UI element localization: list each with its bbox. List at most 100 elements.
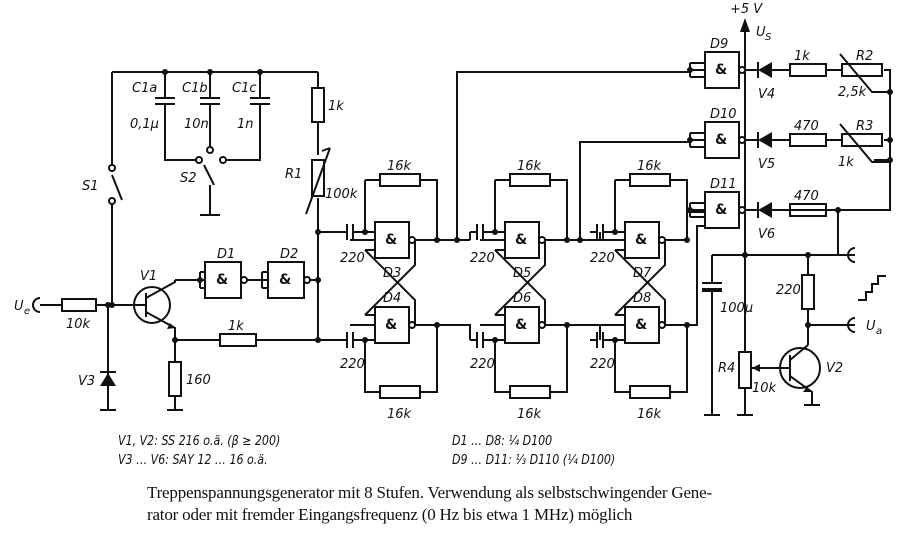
svg-text:&: & [635, 317, 647, 333]
supply-arrow-icon [740, 18, 750, 32]
svg-text:0,1µ: 0,1µ [130, 117, 159, 132]
note-gates-d9-d11: D9 … D11: ⅓ D110 (¼ D100) [452, 453, 616, 468]
svg-text:16k: 16k [387, 159, 412, 174]
svg-text:1n: 1n [237, 117, 254, 132]
gate-d6: & [504, 306, 546, 344]
svg-text:220: 220 [776, 283, 801, 298]
svg-text:V5: V5 [758, 157, 775, 172]
svg-text:&: & [715, 62, 727, 78]
svg-text:D3: D3 [383, 266, 401, 281]
gate-d11: & [704, 191, 746, 229]
svg-text:&: & [279, 272, 291, 288]
coupling-capacitors [470, 224, 495, 348]
svg-text:1k: 1k [838, 155, 854, 170]
svg-text:S1: S1 [82, 179, 99, 194]
note-gates-d1-d8: D1 … D8: ¼ D100 [452, 434, 553, 449]
resistor-16k [379, 385, 421, 399]
diode-v5 [758, 132, 772, 148]
svg-text:1k: 1k [228, 319, 244, 334]
resistor-16k [379, 173, 421, 187]
svg-text:10k: 10k [752, 381, 777, 396]
svg-text:D1: D1 [217, 247, 235, 262]
resistor-16k [629, 385, 671, 399]
svg-text:D7: D7 [633, 266, 652, 281]
resistor-160 [168, 361, 182, 397]
capacitor-c1a [155, 72, 196, 161]
capacitor-c1b [200, 72, 220, 150]
svg-text:&: & [385, 232, 397, 248]
svg-text:1k: 1k [328, 99, 344, 114]
svg-text:U: U [14, 299, 24, 314]
svg-text:R1: R1 [285, 167, 302, 182]
svg-text:C1b: C1b [182, 81, 208, 96]
gate-d9: & [704, 51, 746, 89]
svg-text:V6: V6 [758, 227, 775, 242]
svg-text:+5 V: +5 V [730, 2, 763, 17]
gate-d10: & [704, 121, 746, 159]
svg-text:D11: D11 [710, 177, 737, 192]
svg-text:V2: V2 [826, 361, 843, 376]
note-transistors: V1, V2: SS 216 o.ä. (β ≥ 200) [118, 434, 281, 449]
coupling-capacitors [590, 224, 615, 348]
resistor-470 [789, 133, 827, 147]
svg-text:C1a: C1a [132, 81, 157, 96]
svg-text:100µ: 100µ [720, 301, 753, 316]
gate-d5: & [504, 221, 546, 259]
coupling-capacitors [340, 224, 365, 348]
svg-text:160: 160 [186, 373, 211, 388]
svg-text:220: 220 [340, 251, 365, 266]
resistor-1k-top [311, 87, 325, 123]
svg-text:D6: D6 [513, 291, 531, 306]
gate-d8: & [624, 306, 666, 344]
svg-text:V3: V3 [78, 374, 95, 389]
svg-text:&: & [515, 232, 527, 248]
resistor-1k [789, 63, 827, 77]
svg-text:16k: 16k [517, 159, 542, 174]
gate-d3: & [374, 221, 416, 259]
svg-text:&: & [715, 202, 727, 218]
svg-text:&: & [515, 317, 527, 333]
svg-text:C1c: C1c [232, 81, 257, 96]
svg-text:R3: R3 [856, 119, 873, 134]
svg-text:&: & [715, 132, 727, 148]
svg-text:2,5k: 2,5k [838, 85, 867, 100]
svg-text:470: 470 [794, 119, 819, 134]
svg-text:R2: R2 [856, 49, 873, 64]
capacitor-100u [702, 288, 722, 292]
svg-text:1k: 1k [794, 49, 810, 64]
resistor-220-v2 [801, 274, 815, 310]
note-diodes: V3 … V6: SAY 12 … 16 o.ä. [118, 453, 268, 468]
svg-text:220: 220 [590, 357, 615, 372]
svg-text:220: 220 [590, 251, 615, 266]
svg-text:D10: D10 [710, 107, 737, 122]
resistor-1k-emitter [219, 333, 257, 347]
svg-text:100k: 100k [325, 187, 358, 202]
svg-text:220: 220 [340, 357, 365, 372]
svg-text:&: & [216, 272, 228, 288]
svg-text:V4: V4 [758, 87, 775, 102]
potentiometer-r4 [738, 351, 752, 389]
svg-text:10k: 10k [66, 317, 91, 332]
svg-text:R4: R4 [718, 361, 735, 376]
svg-text:16k: 16k [387, 407, 412, 422]
svg-text:D8: D8 [633, 291, 651, 306]
svg-text:D5: D5 [513, 266, 531, 281]
gate-d1: & [204, 261, 248, 299]
transistor-v2 [755, 344, 821, 406]
potentiometer-r3 [841, 133, 883, 147]
svg-text:D9: D9 [710, 37, 728, 52]
svg-text:16k: 16k [637, 159, 662, 174]
svg-text:U: U [756, 25, 766, 40]
svg-text:U: U [866, 319, 876, 334]
caption-line: rator oder mit fremder Eingangsfrequenz … [147, 505, 633, 524]
transistor-v1 [133, 280, 176, 340]
svg-text:S: S [765, 32, 772, 43]
svg-text:220: 220 [470, 357, 495, 372]
svg-text:220: 220 [470, 251, 495, 266]
svg-text:16k: 16k [517, 407, 542, 422]
figure-caption: Treppenspannungsgenerator mit 8 Stufen. … [147, 482, 712, 526]
gate-d2: & [267, 261, 311, 299]
svg-text:D2: D2 [280, 247, 298, 262]
